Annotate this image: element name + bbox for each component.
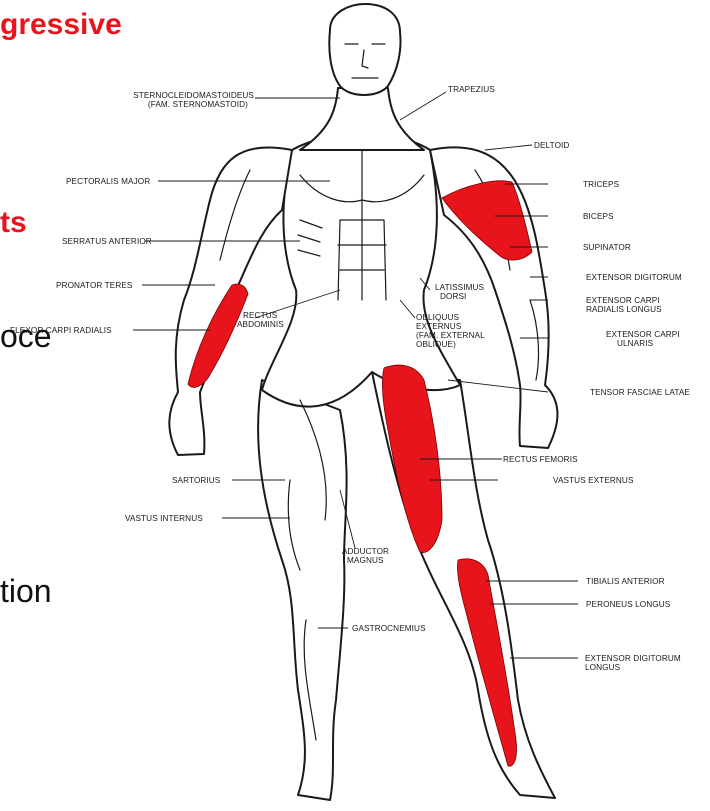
label-obliquus-line4: OBLIQUE)	[416, 340, 456, 349]
label-ext-digitorum: EXTENSOR DIGITORUM	[586, 273, 682, 282]
label-supinator: SUPINATOR	[583, 243, 631, 252]
label-vastus-externus: VASTUS EXTERNUS	[553, 476, 634, 485]
label-adductor-line2: MAGNUS	[347, 556, 384, 565]
label-pectoralis: PECTORALIS MAJOR	[66, 177, 150, 186]
label-ext-carpi-uln-line2: ULNARIS	[617, 339, 654, 348]
label-triceps: TRICEPS	[583, 180, 620, 189]
label-trapezius: TRAPEZIUS	[448, 85, 495, 94]
label-rectus-abd-line1: RECTUS	[243, 311, 278, 320]
neck	[300, 88, 424, 150]
label-adductor-line1: ADDUCTOR	[342, 547, 389, 556]
label-ext-carpi-rad-line2: RADIALIS LONGUS	[586, 305, 662, 314]
label-obliquus-line1: OBLIQUUS	[416, 313, 460, 322]
label-serratus: SERRATUS ANTERIOR	[62, 237, 152, 246]
label-scm-line2: (FAM. STERNOMASTOID)	[148, 100, 248, 109]
label-gastrocnemius: GASTROCNEMIUS	[352, 624, 426, 633]
label-ext-dig-longus-line1: EXTENSOR DIGITORUM	[585, 654, 681, 663]
label-latissimus-line2: DORSI	[440, 292, 466, 301]
label-ext-carpi-rad-line1: EXTENSOR CARPI	[586, 296, 660, 305]
left-leg	[258, 380, 347, 800]
label-flexor-carpi: FLEXOR CARPI RADIALIS	[10, 326, 112, 335]
label-scm-line1: STERNOCLEIDOMASTOIDEUS	[133, 91, 254, 100]
label-latissimus-line1: LATISSIMUS	[435, 283, 485, 292]
label-peroneus: PERONEUS LONGUS	[586, 600, 671, 609]
label-obliquus-line2: EXTERNUS	[416, 322, 462, 331]
label-ext-carpi-uln-line1: EXTENSOR CARPI	[606, 330, 680, 339]
label-rectus-abd-line2: ABDOMINIS	[237, 320, 284, 329]
label-sartorius: SARTORIUS	[172, 476, 221, 485]
label-tensor: TENSOR FASCIAE LATAE	[590, 388, 690, 397]
label-deltoid: DELTOID	[534, 141, 569, 150]
label-ext-dig-longus-line2: LONGUS	[585, 663, 621, 672]
label-pronator: PRONATOR TERES	[56, 281, 133, 290]
label-tibialis: TIBIALIS ANTERIOR	[586, 577, 665, 586]
label-biceps: BICEPS	[583, 212, 614, 221]
label-vastus-internus: VASTUS INTERNUS	[125, 514, 203, 523]
label-obliquus-line3: (FAM. EXTERNAL	[416, 331, 485, 340]
label-rectus-femoris: RECTUS FEMORIS	[503, 455, 578, 464]
head	[329, 4, 400, 95]
